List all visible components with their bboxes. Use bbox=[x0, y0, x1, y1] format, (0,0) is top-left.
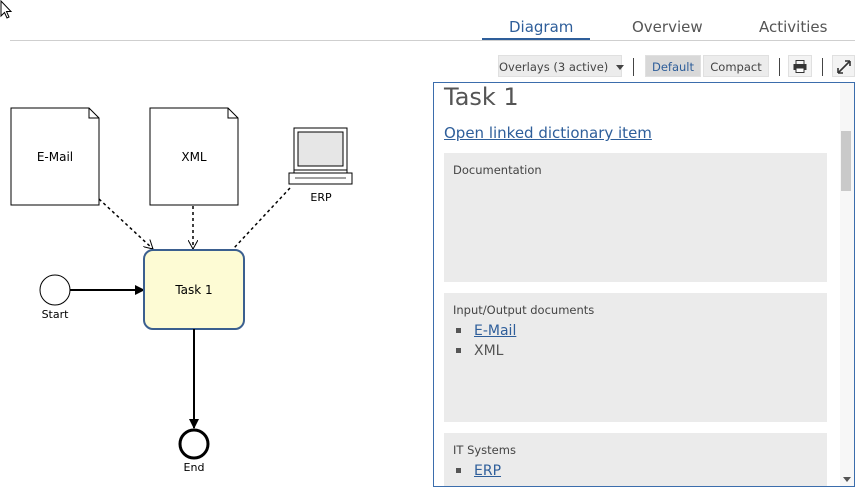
end-event[interactable]: End bbox=[178, 428, 210, 474]
start-event-label: Start bbox=[42, 308, 70, 321]
fullscreen-button[interactable] bbox=[832, 55, 855, 77]
overlays-dropdown[interactable]: Overlays (3 active) bbox=[498, 55, 625, 77]
compact-view-button[interactable]: Compact bbox=[703, 55, 769, 77]
it-system-erp[interactable]: ERP bbox=[288, 127, 353, 204]
end-event-label: End bbox=[184, 461, 205, 474]
it-system-erp-link[interactable]: ERP bbox=[474, 463, 502, 479]
toolbar-divider bbox=[822, 58, 823, 76]
scrollbar-thumb[interactable] bbox=[841, 131, 851, 191]
document-email[interactable]: E-Mail bbox=[10, 107, 100, 206]
scroll-down-icon[interactable] bbox=[843, 477, 851, 482]
toolbar-divider bbox=[633, 58, 634, 76]
tab-overview[interactable]: Overview bbox=[632, 18, 703, 36]
open-dictionary-link[interactable]: Open linked dictionary item bbox=[444, 124, 652, 142]
list-item: XML bbox=[454, 341, 516, 361]
it-systems-title: IT Systems bbox=[453, 443, 516, 457]
io-documents-title: Input/Output documents bbox=[453, 303, 595, 317]
list-item: ERP bbox=[454, 461, 501, 481]
panel-scrollbar[interactable] bbox=[840, 83, 854, 486]
it-systems-list: ERP bbox=[454, 461, 501, 481]
print-button[interactable] bbox=[788, 55, 812, 77]
io-documents-list: E-Mail XML bbox=[454, 321, 516, 361]
chevron-down-icon bbox=[616, 65, 625, 70]
details-panel[interactable]: Task 1 Open linked dictionary item Docum… bbox=[433, 82, 855, 487]
tab-diagram[interactable]: Diagram bbox=[509, 18, 574, 36]
tab-activities[interactable]: Activities bbox=[759, 18, 828, 36]
view-tabs: Diagram Overview Activities bbox=[10, 0, 855, 41]
email-association bbox=[98, 198, 153, 249]
io-document-email-link[interactable]: E-Mail bbox=[474, 323, 517, 339]
expand-icon bbox=[836, 60, 851, 74]
documentation-section: Documentation bbox=[444, 153, 827, 282]
start-event[interactable]: Start bbox=[39, 274, 71, 321]
document-xml-label: XML bbox=[181, 150, 207, 164]
list-item: E-Mail bbox=[454, 321, 516, 341]
task-1-label: Task 1 bbox=[174, 283, 212, 297]
document-email-label: E-Mail bbox=[37, 150, 73, 164]
toolbar-divider bbox=[779, 58, 780, 76]
io-documents-section: Input/Output documents E-Mail XML bbox=[444, 293, 827, 422]
documentation-title: Documentation bbox=[453, 163, 542, 177]
erp-association bbox=[233, 187, 291, 249]
print-icon bbox=[793, 60, 807, 73]
overlays-dropdown-label: Overlays (3 active) bbox=[499, 60, 609, 74]
computer-icon bbox=[288, 127, 353, 185]
mouse-cursor-icon bbox=[0, 0, 13, 19]
it-system-erp-label: ERP bbox=[310, 191, 332, 204]
process-diagram[interactable]: E-Mail XML ERP Start bbox=[0, 85, 430, 494]
document-xml[interactable]: XML bbox=[149, 107, 239, 206]
default-view-button[interactable]: Default bbox=[645, 55, 701, 77]
task-1[interactable]: Task 1 bbox=[143, 249, 245, 330]
it-systems-section: IT Systems ERP bbox=[444, 433, 827, 486]
panel-title: Task 1 bbox=[444, 83, 519, 111]
active-tab-indicator bbox=[482, 38, 590, 40]
